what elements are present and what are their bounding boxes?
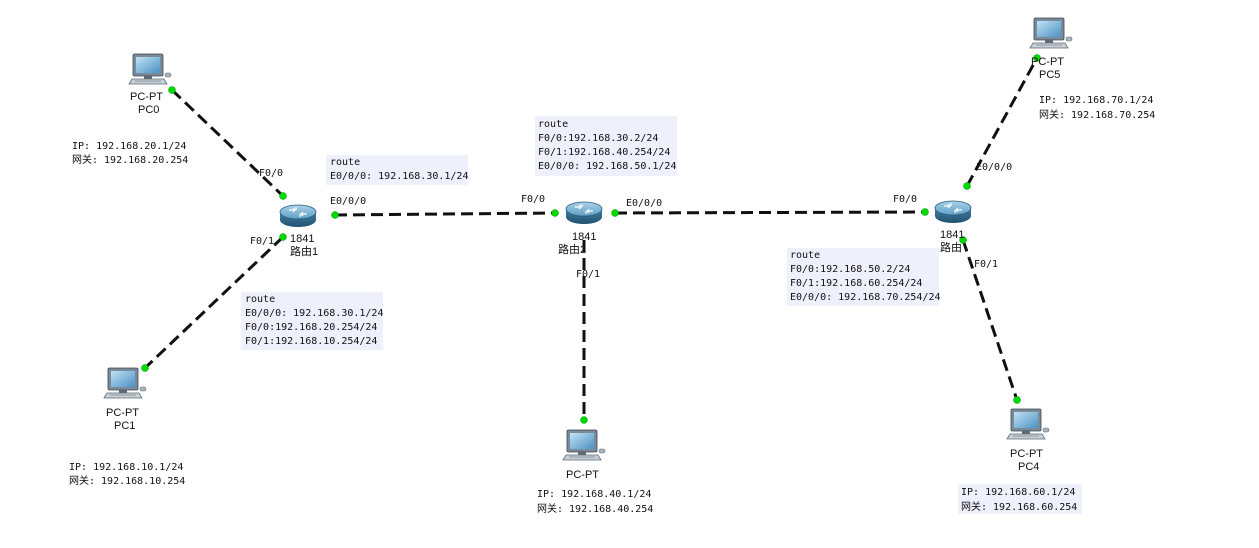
note-line: route [245,294,275,305]
port-label-r1-f00: F0/0 [259,168,283,179]
note-line: E0/0/0: 192.168.30.1/24 [245,308,383,319]
router-icon [279,204,317,228]
port-dot [168,86,176,94]
pc-0[interactable] [128,53,172,85]
port-dots-layer [141,54,1041,424]
pc-5-type: PC-PT [1031,56,1064,68]
port-label-r3-f00: F0/0 [893,194,917,205]
note-line: route [538,119,568,130]
pc-0-name: PC0 [138,104,159,116]
port-label-r2-e000: E0/0/0 [626,198,662,209]
note-line: 网关: 192.168.70.254 [1039,108,1155,121]
port-dot [279,192,287,200]
router-2-model: 1841 [572,231,596,243]
links-layer [143,57,1039,420]
router-3-model: 1841 [940,229,964,241]
pc-icon [1029,17,1073,49]
port-dot [551,209,559,217]
note-line: F0/1:192.168.60.254/24 [790,278,922,289]
pc-4[interactable] [1006,408,1050,440]
pc-4-type: PC-PT [1010,448,1043,460]
port-dot [141,364,149,372]
port-label-r3-f01: F0/1 [974,259,998,270]
note-pc1[interactable]: IP: 192.168.10.1/24 网关: 192.168.10.254 [69,462,185,487]
note-line: 网关: 192.168.60.254 [961,500,1077,513]
note-pc3[interactable]: IP: 192.168.40.1/24 网关: 192.168.40.254 [537,489,653,515]
router-3[interactable] [934,200,972,224]
port-label-r1-e000: E0/0/0 [330,196,366,207]
note-r1-bottom[interactable]: route E0/0/0: 192.168.30.1/24 F0/0:192.1… [241,292,383,350]
note-line: F0/0:192.168.50.2/24 [790,264,910,275]
router-3-name: 路由 [940,240,962,254]
link-r2-r3[interactable] [614,210,926,215]
router-icon [565,201,603,225]
link-r3-pc4[interactable] [961,239,1019,401]
note-line: 网关: 192.168.20.254 [72,153,188,166]
port-dot [963,182,971,190]
port-label-r2-f01: F0/1 [576,269,600,280]
port-dot [921,208,929,216]
port-dot [1013,396,1021,404]
link-r1-pc1[interactable] [143,235,285,370]
note-line: E0/0/0: 192.168.50.1/24 [538,161,676,172]
port-label-r2-f00: F0/0 [521,194,545,205]
port-label-r1-f01: F0/1 [250,236,274,247]
link-r1-r2[interactable] [334,211,556,217]
port-dot [611,209,619,217]
pc-0-type: PC-PT [130,91,163,103]
note-line: E0/0/0: 192.168.70.254/24 [790,292,941,303]
pc-icon [103,367,147,399]
note-line: IP: 192.168.40.1/24 [537,489,651,500]
note-pc5[interactable]: IP: 192.168.70.1/24 网关: 192.168.70.254 [1039,95,1155,121]
note-r1-top[interactable]: route E0/0/0: 192.168.30.1/24 [326,155,468,185]
note-r2[interactable]: route F0/0:192.168.30.2/24 F0/1:192.168.… [535,116,677,176]
pc-5[interactable] [1029,17,1073,49]
pc-5-name: PC5 [1039,69,1060,81]
note-line: F0/1:192.168.40.254/24 [538,147,670,158]
note-line: E0/0/0: 192.168.30.1/24 [330,171,468,182]
link-r3-pc5[interactable] [965,57,1039,187]
port-dot [331,211,339,219]
router-1-model: 1841 [290,233,314,245]
port-dot [1033,54,1041,62]
note-line: IP: 192.168.10.1/24 [69,462,183,473]
pc-3[interactable] [562,429,606,461]
note-line: F0/1:192.168.10.254/24 [245,336,377,347]
note-line: IP: 192.168.70.1/24 [1039,95,1153,106]
note-line: F0/0:192.168.20.254/24 [245,322,377,333]
port-dot [959,236,967,244]
router-1[interactable] [279,204,317,228]
note-line: 网关: 192.168.40.254 [537,502,653,515]
note-line: F0/0:192.168.30.2/24 [538,133,658,144]
note-pc4[interactable]: IP: 192.168.60.1/24 网关: 192.168.60.254 [958,484,1082,514]
port-label-r3-e000: E0/0/0 [976,162,1012,173]
router-2-name: 路由2 [558,242,586,256]
port-dot [580,416,588,424]
note-line: IP: 192.168.60.1/24 [961,487,1075,498]
note-line: 网关: 192.168.10.254 [69,474,185,487]
pc-4-name: PC4 [1018,461,1039,473]
pc-icon [128,53,172,85]
router-icon [934,200,972,224]
pc-1-type: PC-PT [106,407,139,419]
pc-1-name: PC1 [114,420,135,432]
note-pc0[interactable]: IP: 192.168.20.1/24 网关: 192.168.20.254 [72,141,188,166]
note-line: IP: 192.168.20.1/24 [72,141,186,152]
link-pc0-r1[interactable] [170,88,285,198]
pc-icon [562,429,606,461]
note-line: route [790,250,820,261]
router-1-name: 路由1 [290,244,318,258]
pc-1[interactable] [103,367,147,399]
port-dot [279,233,287,241]
pc-3-type: PC-PT [566,469,599,481]
router-2[interactable] [565,201,603,225]
note-line: route [330,157,360,168]
note-r3[interactable]: route F0/0:192.168.50.2/24 F0/1:192.168.… [787,248,941,306]
pc-icon [1006,408,1050,440]
